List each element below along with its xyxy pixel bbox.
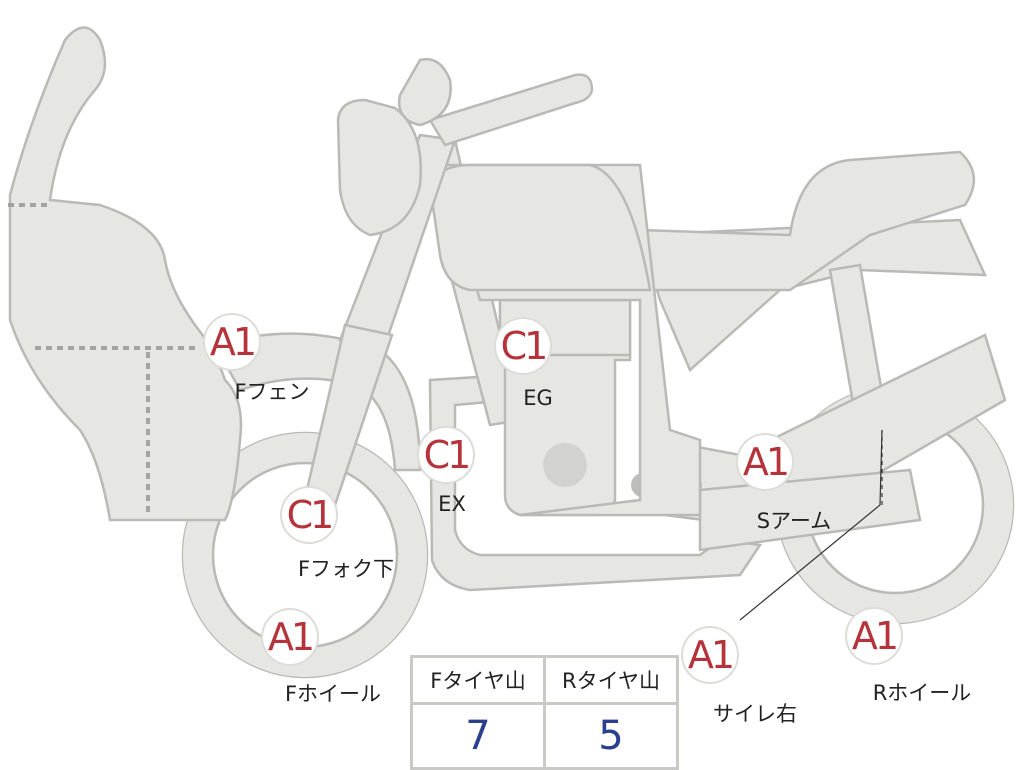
grade-badge-silencer-right: A1 [683,628,737,682]
tread-header-row: Fタイヤ山 Rタイヤ山 [410,655,679,705]
grade-badge-f-wheel: A1 [263,610,317,664]
handlebar [428,73,594,147]
label-f-fork-lower: Fフォク下 [297,557,395,581]
grade-badge-engine: C1 [496,319,550,373]
fuel-tank [428,163,652,292]
silencer-leader-line [739,429,883,621]
tread-value-rear: 5 [543,702,679,770]
exhaust-pipe [428,373,763,592]
label-f-wheel: Fホイール [284,682,382,706]
tire-tread-table: Fタイヤ山 Rタイヤ山 7 5 [410,655,679,770]
headlight [336,98,422,237]
muffler [698,468,922,552]
label-silencer-right: サイレ右 [713,702,797,726]
fairing [8,26,243,522]
grade-badge-r-wheel: A1 [847,609,901,663]
grade-badge-swing-arm: A1 [738,435,792,489]
grade-badge-f-fender: A1 [205,315,259,369]
tread-header-front: Fタイヤ山 [410,655,546,705]
label-engine: EG [523,386,553,410]
label-f-fender: Fフェン [234,380,310,404]
grade-badge-exhaust: C1 [419,428,473,482]
grade-badge-f-fork-lower: C1 [282,488,336,542]
engine-cover [543,443,587,487]
label-r-wheel: Rホイール [872,681,972,705]
tread-value-row: 7 5 [410,702,679,770]
tread-value-front: 7 [410,702,546,770]
label-swing-arm: Sアーム [756,509,832,533]
fairing-panel-lines [8,203,195,515]
tread-header-rear: Rタイヤ山 [543,655,679,705]
seat [638,150,976,292]
label-exhaust: EX [438,492,466,516]
